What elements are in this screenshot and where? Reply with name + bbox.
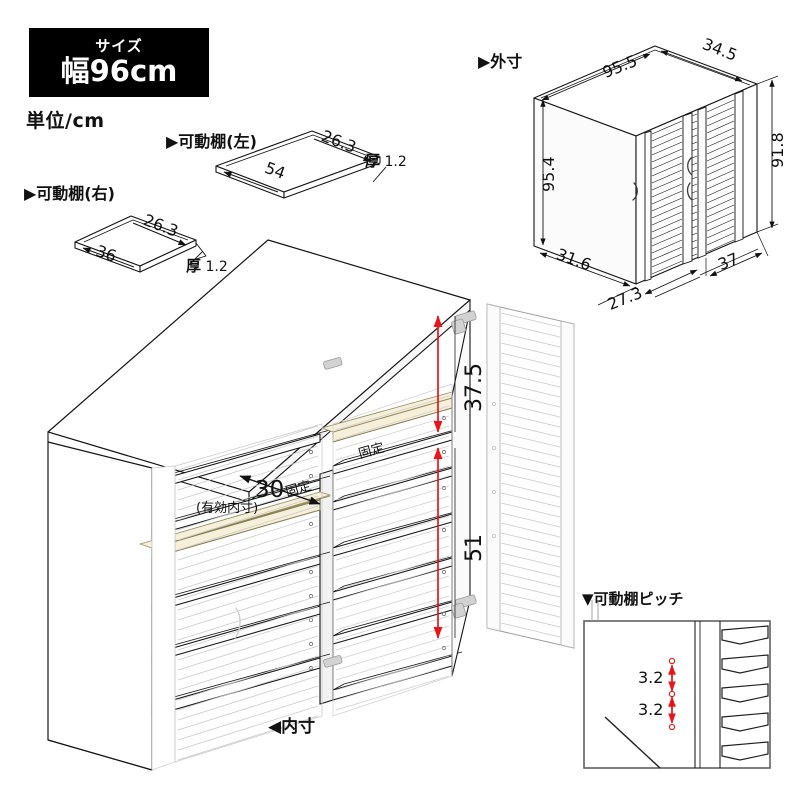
shelf-left-thickness-label: 厚 <box>365 152 381 170</box>
pitch-value-top: 3.2 <box>638 668 664 687</box>
banner-big-label: 幅96cm <box>60 54 178 88</box>
main-lower-height: 51 <box>462 534 487 562</box>
shelf-right-thickness: 厚 1.2 <box>186 255 228 276</box>
pitch-detail-inset <box>583 600 771 769</box>
effective-width-arrow <box>239 475 321 505</box>
pitch-peg-holes <box>668 657 676 731</box>
heading-shelf-right: ▶可動棚(右) <box>24 184 115 203</box>
heading-shelf-pitch: ▼可動棚ピッチ <box>582 590 684 608</box>
shelf-right-drawing <box>74 215 207 273</box>
left-compartment-shelves <box>151 429 331 717</box>
main-effective-width: 30 <box>255 477 285 503</box>
shelf-peg-holes-right <box>441 415 447 651</box>
outer-door-height: 91.8 <box>768 132 787 168</box>
shelf-left-thickness: 厚 1.2 <box>365 150 407 171</box>
outer-cabinet-drawing <box>533 45 779 306</box>
main-effective-note: (有効内寸) <box>196 501 259 516</box>
outer-body-height: 95.4 <box>539 156 558 192</box>
pitch-value-bottom: 3.2 <box>638 700 664 719</box>
banner-small-label: サイズ <box>95 37 143 55</box>
shelf-right-thickness-value: 1.2 <box>205 259 228 275</box>
unit-label: 単位/cm <box>26 110 105 132</box>
size-banner: サイズ 幅96cm <box>29 28 209 97</box>
main-upper-height: 37.5 <box>462 363 487 412</box>
shelf-right-thickness-label: 厚 <box>186 257 202 275</box>
heading-shelf-left: ▶可動棚(左) <box>166 132 257 151</box>
ghost-louver-door-right <box>332 383 453 717</box>
open-door-louver-slats <box>500 312 561 638</box>
inner-dimension-label: ◀内寸 <box>268 717 316 737</box>
louver-slats-door1 <box>651 120 683 275</box>
louver-fragment <box>721 625 769 761</box>
open-louver-door <box>486 303 575 649</box>
louver-slats-door2 <box>706 99 735 253</box>
heading-outer-dimensions: ▶外寸 <box>478 52 523 71</box>
door-handle-icon <box>632 157 693 201</box>
main-cabinet-drawing <box>47 239 575 771</box>
louver-slats-door3 <box>691 113 698 257</box>
shelf-left-drawing <box>215 130 387 199</box>
shelf-left-thickness-value: 1.2 <box>384 154 407 170</box>
